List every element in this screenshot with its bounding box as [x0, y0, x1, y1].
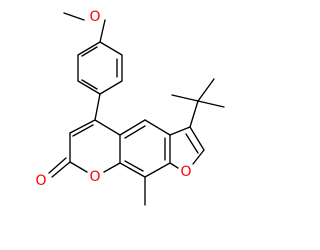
furan-oxygen-label: O	[180, 164, 191, 180]
bond-phenyl-c4-c5	[77, 80, 101, 95]
bond-aryl-coumarin	[94, 93, 101, 121]
bond-cquat-methyl-3	[197, 100, 225, 108]
atom-labels: O O O O	[35, 9, 191, 189]
bond-c4-c3	[69, 119, 96, 134]
bond-c9-c8a	[119, 162, 146, 178]
bond-c4-c4a	[94, 119, 121, 136]
bond-methyl-methoxy-o	[63, 12, 85, 21]
bond-benzene-inner-1	[124, 125, 146, 139]
bond-c5-c5a	[144, 119, 171, 136]
bond-c2-ring-o	[69, 161, 88, 173]
bond-c3furan-c2furan	[189, 126, 205, 151]
bond-cquat-methyl-1	[171, 94, 199, 102]
bond-ring-o-c8a	[103, 162, 121, 173]
bond-benzene-inner-3	[124, 160, 144, 172]
bond-c3furan-cquat	[189, 100, 199, 128]
bond-c3furan-c2furan-double	[185, 133, 199, 154]
bond-cquat-methyl-2	[197, 78, 215, 102]
bond-methoxy-o-aryl	[99, 19, 106, 43]
bond-lines	[48, 12, 225, 206]
bond-phenyl-inner-2	[81, 79, 98, 90]
bond-furan-o-c9a	[169, 162, 179, 169]
bond-phenyl-inner-3	[81, 46, 98, 57]
carbonyl-oxygen-label: O	[35, 173, 46, 189]
bond-c4-c3-double	[72, 124, 94, 137]
bond-carbonyl	[51, 161, 71, 178]
bond-carbonyl-double	[48, 157, 67, 174]
bond-phenyl-c3-c4	[99, 80, 123, 95]
lactone-ring-oxygen-label: O	[89, 169, 100, 185]
chemical-structure-diagram: O O O O	[35, 9, 225, 206]
bond-phenyl-c1-c2	[99, 41, 123, 56]
bond-c4a-c5	[119, 119, 146, 136]
bond-c2furan-o	[192, 149, 205, 165]
bond-phenyl-c6-c1	[77, 41, 101, 56]
bond-c9a-c9	[144, 162, 171, 178]
methoxy-oxygen-label: O	[89, 9, 100, 25]
bond-c5a-c3furan	[169, 126, 191, 136]
